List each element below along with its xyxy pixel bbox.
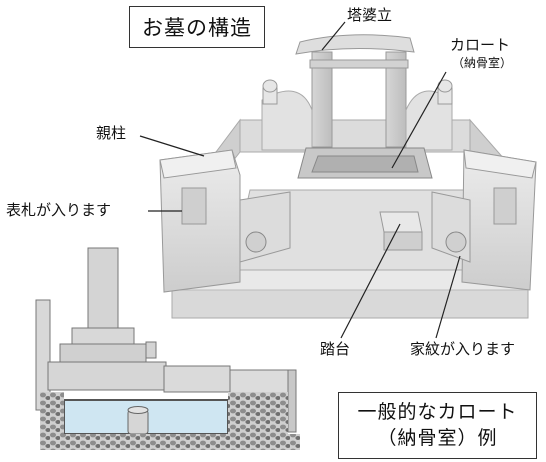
oyabashira-right: [461, 149, 537, 291]
label-oyabashira: 親柱: [96, 124, 127, 142]
karoto-chamber: [297, 147, 433, 179]
karoto-cross-section: [35, 247, 300, 450]
finial-right: [437, 79, 453, 105]
karoto-example-caption: 一般的なカロート （納骨室）例: [338, 392, 537, 459]
caption-line-1: 一般的なカロート: [357, 400, 518, 423]
front-curb-left: [239, 191, 291, 263]
label-karoto-sub: （納骨室）: [452, 56, 513, 70]
label-kamon: 家紋が入ります: [410, 340, 516, 358]
finial-left: [262, 79, 278, 105]
leader-lines: [139, 21, 461, 339]
label-hyousatsu: 表札が入ります: [6, 201, 112, 219]
caption-line-2: （納骨室）例: [377, 426, 498, 449]
fumidai-step: [379, 211, 423, 251]
front-curb-right: [431, 191, 471, 263]
label-fumidai: 踏台: [320, 340, 351, 358]
touba-tate-frame: [295, 34, 415, 148]
label-karoto: カロート: [450, 36, 511, 54]
oyabashira-left: [159, 149, 241, 293]
label-toubadate: 塔婆立: [347, 6, 393, 24]
right-ornamental-wall: [405, 90, 453, 151]
page-title: お墓の構造: [129, 6, 265, 48]
